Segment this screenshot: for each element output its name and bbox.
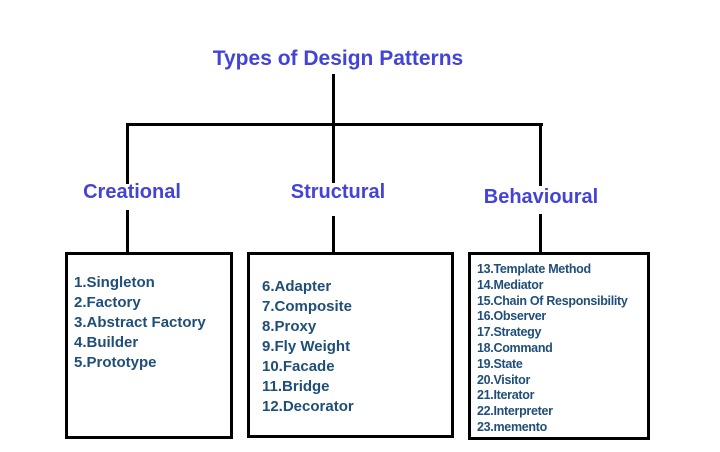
structural-pattern-list: 6.Adapter 7.Composite 8.Proxy 9.Fly Weight 1… [250, 255, 451, 417]
pattern-item: 19.State [477, 356, 523, 371]
connector-title-stem [332, 74, 335, 126]
pattern-item: 21.Iterator [477, 388, 535, 403]
pattern-item: 5.Prototype [74, 354, 157, 371]
pattern-item: 9.Fly Weight [262, 338, 351, 355]
pattern-item: 4.Builder [74, 334, 139, 351]
pattern-item: 12.Decorator [262, 398, 354, 415]
diagram-title: Types of Design Patterns [212, 47, 464, 70]
pattern-item: 14.Mediator [477, 277, 544, 292]
connector-creational-lower [126, 210, 129, 253]
connector-behavioural-upper [539, 123, 542, 186]
pattern-item: 15.Chain Of Responsibility [477, 293, 628, 308]
connector-behavioural-lower [539, 214, 542, 253]
pattern-item: 23.memento [477, 419, 547, 434]
pattern-item: 3.Abstract Factory [74, 314, 206, 331]
creational-pattern-list: 1.Singleton 2.Factory 3.Abstract Factory 4.… [68, 255, 230, 373]
pattern-item: 2.Factory [74, 294, 141, 311]
pattern-item: 11.Bridge [262, 378, 330, 395]
pattern-item: 17.Strategy [477, 325, 542, 340]
pattern-item: 8.Proxy [262, 318, 317, 335]
pattern-item: 22.Interpreter [477, 404, 553, 419]
structural-patterns-box: 6.Adapter 7.Composite 8.Proxy 9.Fly Weight 1… [247, 252, 454, 438]
pattern-item: 20.Visitor [477, 372, 531, 387]
branch-label-behavioural: Behavioural [483, 186, 599, 208]
pattern-item: 10.Facade [262, 358, 335, 375]
branch-label-creational: Creational [83, 181, 181, 203]
pattern-item: 16.Observer [477, 309, 546, 324]
creational-patterns-box: 1.Singleton 2.Factory 3.Abstract Factory 4.… [65, 252, 233, 439]
connector-structural-lower [332, 216, 335, 253]
pattern-item: 18.Command [477, 340, 553, 355]
pattern-item: 6.Adapter [262, 278, 332, 295]
pattern-item: 13.Template Method [477, 262, 591, 276]
connector-creational-upper [126, 123, 129, 184]
branch-label-structural: Structural [290, 181, 386, 203]
pattern-item: 1.Singleton [74, 274, 155, 291]
connector-structural-upper [332, 123, 335, 183]
pattern-item: 7.Composite [262, 298, 353, 315]
